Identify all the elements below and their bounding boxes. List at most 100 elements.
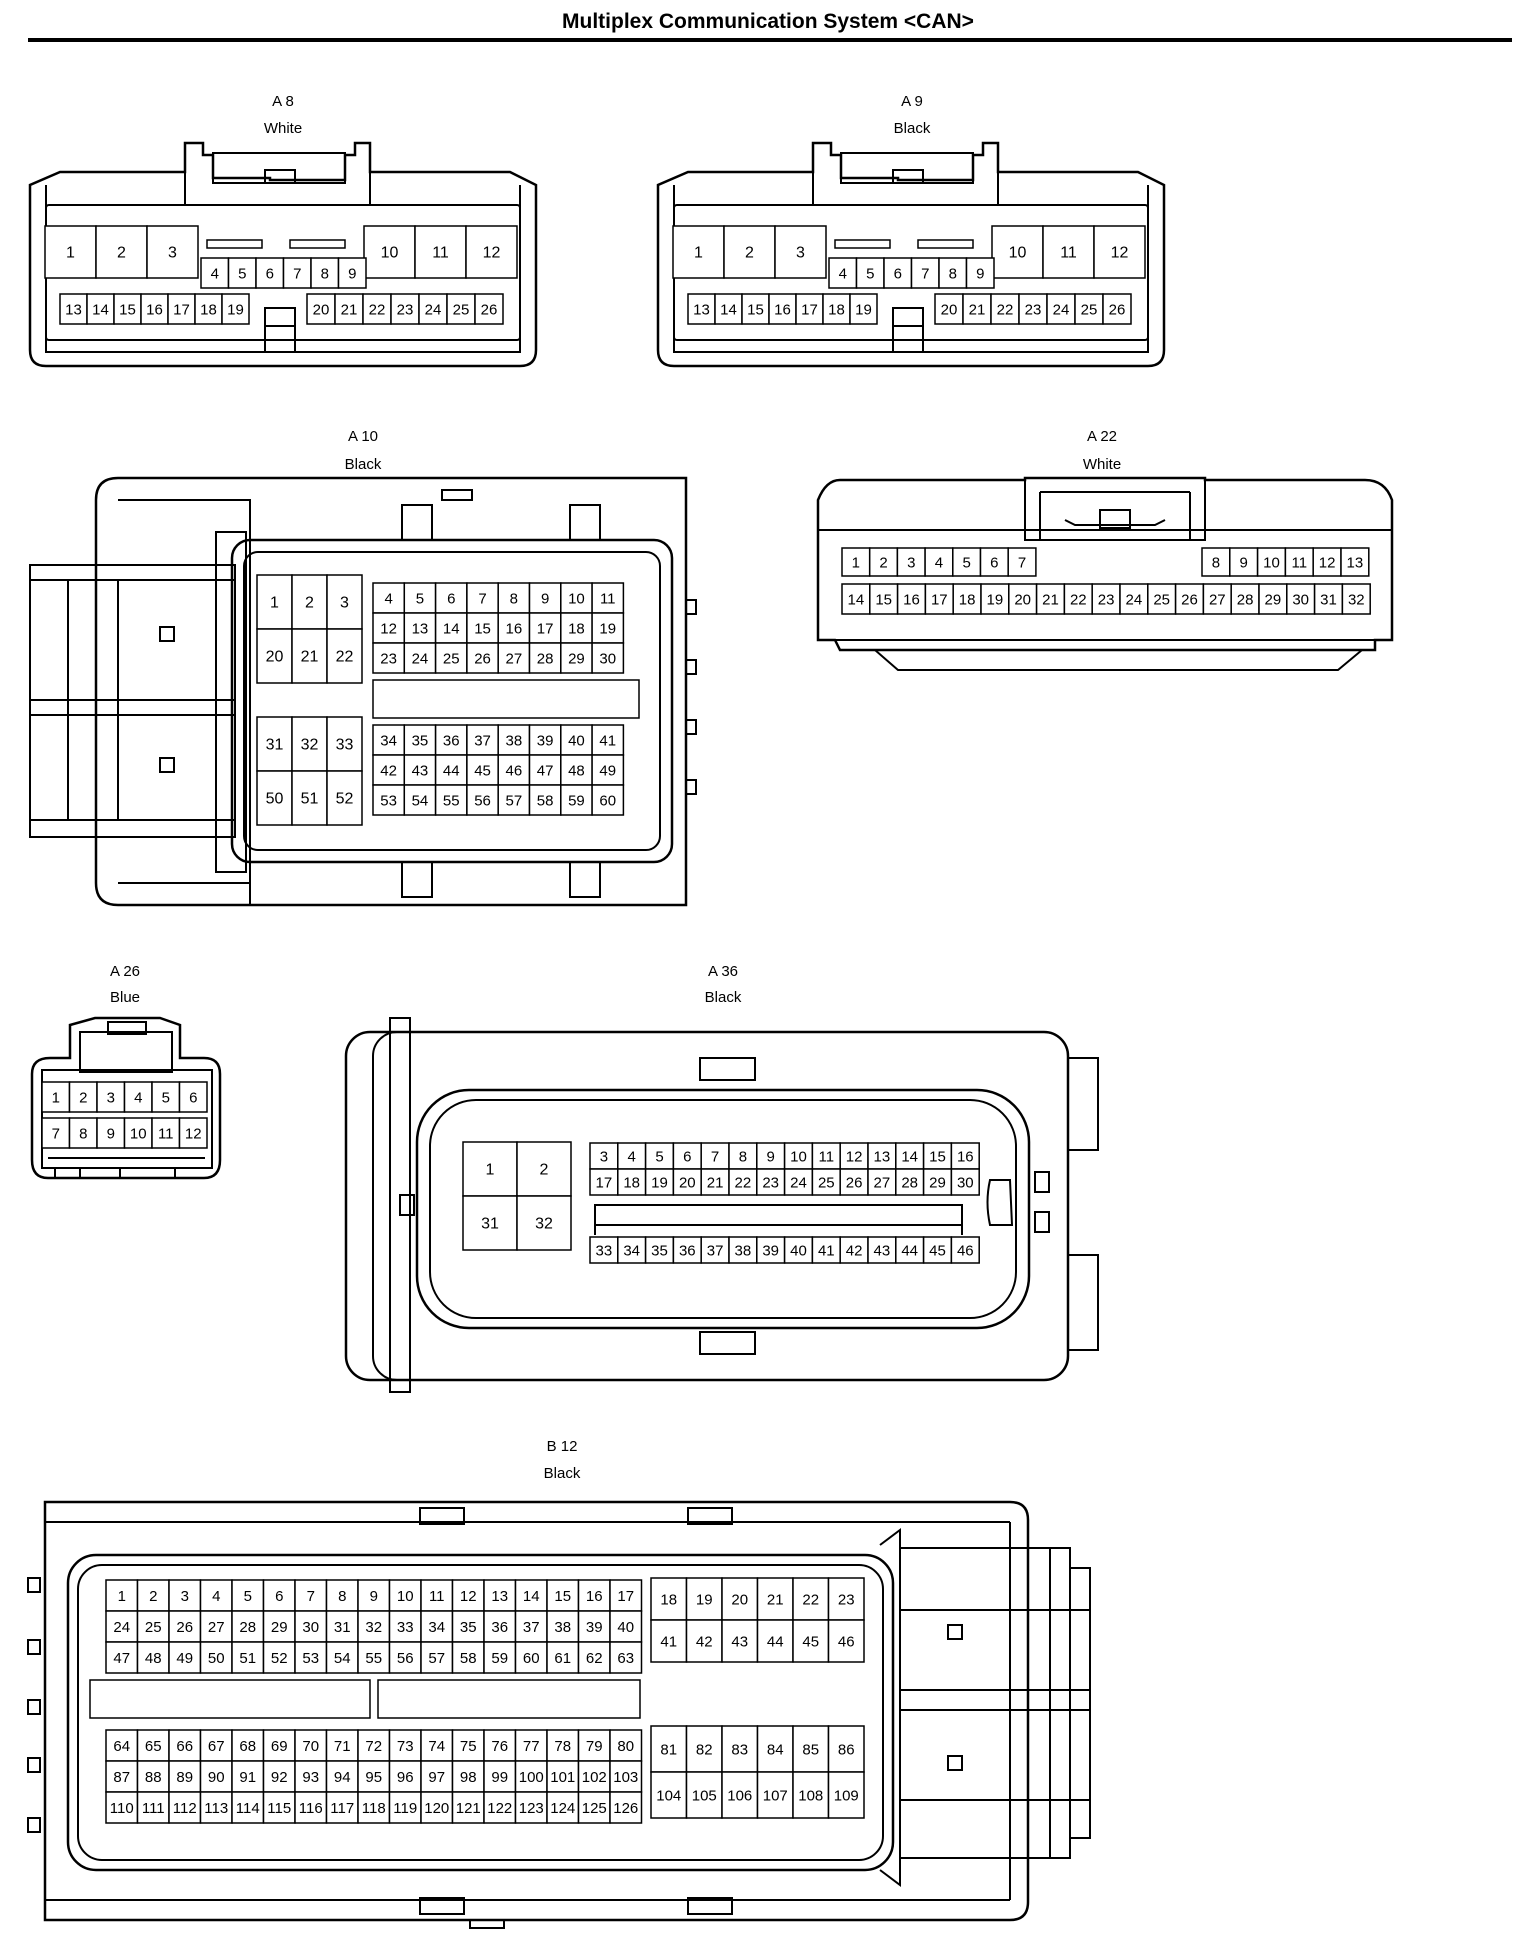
svg-text:57: 57 [506,793,523,810]
svg-text:2: 2 [879,555,887,572]
connector-b12-pin-74: 74 [420,1729,454,1762]
connector-a22-pin-27: 27 [1202,583,1232,615]
svg-text:102: 102 [582,1769,607,1786]
svg-text:31: 31 [481,1216,499,1233]
svg-text:21: 21 [969,302,986,319]
svg-text:18: 18 [828,302,845,319]
svg-text:44: 44 [767,1634,784,1651]
connector-a10-pin-41: 41 [591,724,625,756]
connector-a22-pin-7: 7 [1007,547,1037,577]
svg-text:22: 22 [1070,592,1087,609]
connector-a10-pin-26: 26 [466,642,499,674]
svg-text:37: 37 [523,1619,540,1636]
connector-b12-pin-119: 119 [388,1791,422,1824]
connector-b12-pin-18: 18 [650,1577,688,1621]
svg-text:120: 120 [424,1800,449,1817]
svg-text:116: 116 [299,1800,323,1817]
connector-a10-pin-1: 1 [256,574,293,630]
connector-a9-pin-23: 23 [1018,293,1048,325]
svg-text:22: 22 [997,302,1014,319]
svg-text:77: 77 [523,1738,540,1755]
svg-text:6: 6 [990,555,998,572]
connector-a26-pin-11: 11 [151,1117,181,1149]
connector-a36-pin-16: 16 [950,1142,980,1170]
connector-a9-pin-10: 10 [991,225,1044,279]
connector-a8-pin-8: 8 [310,257,340,289]
svg-text:104: 104 [656,1788,681,1805]
connector-b12-pin-38: 38 [546,1610,580,1643]
connector-b12-pin-19: 19 [685,1577,723,1621]
svg-text:30: 30 [599,651,616,668]
connector-b12-pin-39: 39 [577,1610,611,1643]
connector-a8-pin-12: 12 [465,225,518,279]
svg-text:1: 1 [270,595,279,612]
connector-a10-pin-34: 34 [372,724,406,756]
connector-a8-pin-15: 15 [113,293,142,325]
connector-b12-pin-61: 61 [546,1641,580,1674]
svg-text:25: 25 [145,1619,162,1636]
svg-text:5: 5 [655,1149,663,1166]
svg-text:15: 15 [119,302,136,319]
svg-text:32: 32 [301,737,319,754]
connector-a26-pin-1: 1 [41,1081,71,1113]
svg-text:43: 43 [412,763,429,780]
svg-text:13: 13 [693,302,710,319]
svg-text:65: 65 [145,1738,162,1755]
svg-text:69: 69 [271,1738,288,1755]
svg-text:5: 5 [238,266,246,283]
connector-a26-code: A 26 [110,963,140,980]
connector-a10-pin-31: 31 [256,716,293,772]
svg-text:3: 3 [907,555,915,572]
svg-text:1: 1 [52,1090,60,1107]
svg-text:47: 47 [537,763,554,780]
svg-text:2: 2 [305,595,314,612]
connector-a22-pin-3: 3 [896,547,926,577]
connector-a10-pin-43: 43 [403,754,437,786]
svg-text:110: 110 [110,1800,134,1817]
connector-a10-pin-50: 50 [256,770,293,826]
connector-a8-pin-7: 7 [282,257,312,289]
connector-b12-key-bar-left [89,1679,371,1719]
connector-a10-pin-35: 35 [403,724,437,756]
connector-a10-pin-3: 3 [326,574,363,630]
svg-text:99: 99 [491,1769,508,1786]
svg-text:20: 20 [266,649,284,666]
svg-text:13: 13 [65,302,82,319]
connector-a26-pin-7: 7 [41,1117,71,1149]
connector-a10-pin-10: 10 [560,582,593,614]
svg-text:1: 1 [852,555,860,572]
connector-b12-pin-70: 70 [294,1729,328,1762]
connector-b12-pin-123: 123 [514,1791,548,1824]
svg-text:23: 23 [380,651,397,668]
svg-text:123: 123 [519,1800,544,1817]
svg-text:10: 10 [130,1126,147,1143]
connector-b12-pin-30: 30 [294,1610,328,1643]
connector-b12-pin-77: 77 [514,1729,548,1762]
svg-text:88: 88 [145,1769,162,1786]
svg-text:15: 15 [747,302,764,319]
svg-text:61: 61 [554,1650,571,1667]
svg-text:15: 15 [875,592,892,609]
connector-b12-pin-34: 34 [420,1610,454,1643]
connector-b12-pin-59: 59 [483,1641,517,1674]
svg-text:124: 124 [550,1800,575,1817]
svg-text:7: 7 [52,1126,60,1143]
svg-text:56: 56 [474,793,491,810]
connector-b12-pin-124: 124 [546,1791,580,1824]
svg-text:9: 9 [976,266,984,283]
connector-a9-pin-9: 9 [965,257,995,289]
svg-text:9: 9 [767,1149,775,1166]
svg-text:7: 7 [1018,555,1026,572]
connector-a36-color: Black [705,989,742,1006]
connector-b12-code: B 12 [547,1438,578,1455]
svg-text:19: 19 [651,1175,668,1192]
connector-a10-pin-28: 28 [528,642,562,674]
svg-text:73: 73 [397,1738,414,1755]
svg-text:108: 108 [798,1788,823,1805]
connector-a8-pin-1: 1 [44,225,97,279]
svg-text:18: 18 [568,621,585,638]
title-rule [28,38,1512,42]
connector-b12-pin-25: 25 [136,1610,170,1643]
connector-a22-pin-20: 20 [1008,583,1038,615]
page-title: Multiplex Communication System <CAN> [562,10,974,33]
